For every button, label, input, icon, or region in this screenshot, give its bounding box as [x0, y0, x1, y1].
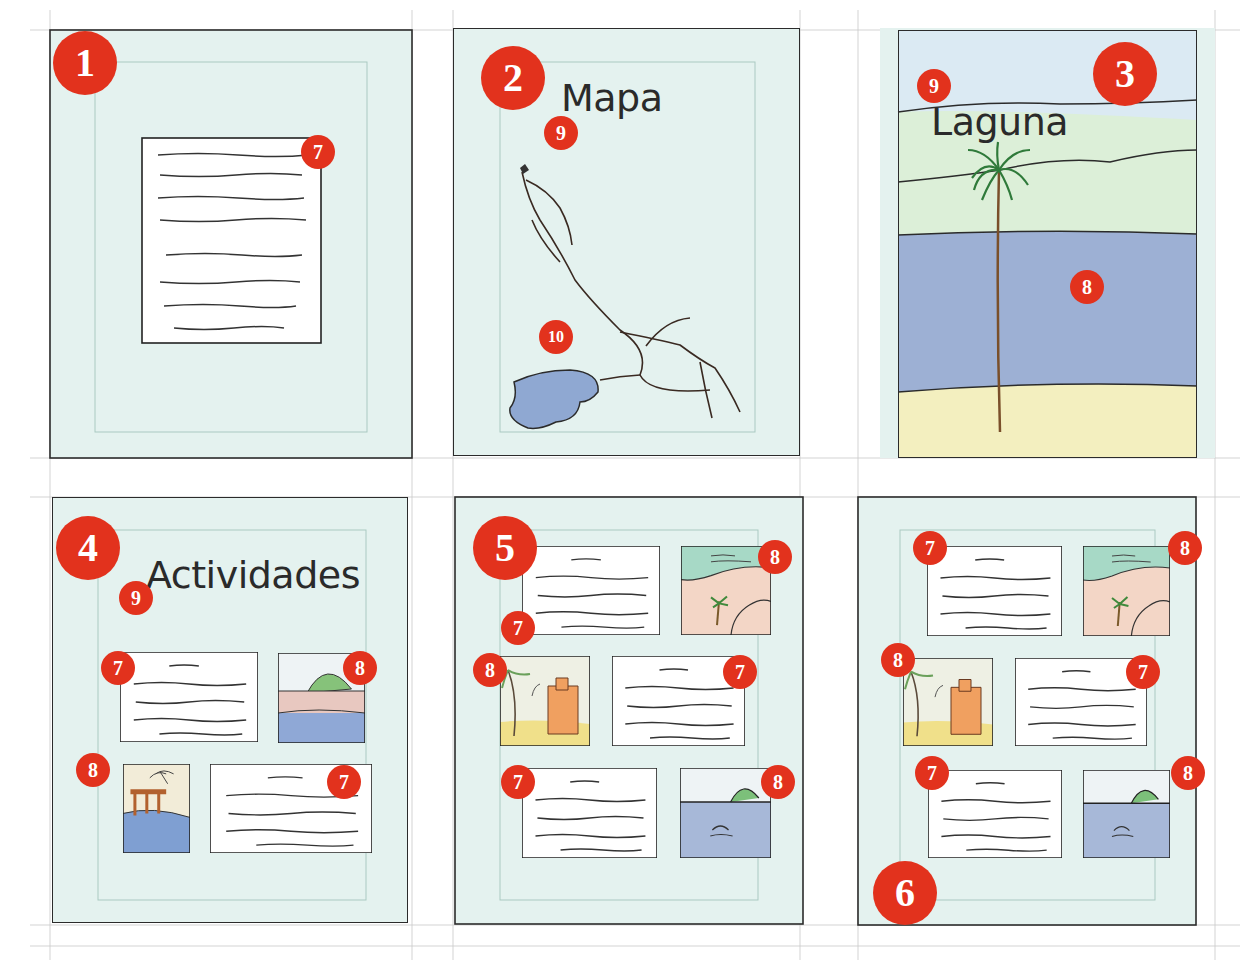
callout-number: 7	[913, 531, 947, 565]
callout-number: 8	[343, 651, 377, 685]
callout-number: 8	[1070, 270, 1104, 304]
callout-number: 8	[76, 753, 110, 787]
callout-number: 8	[881, 643, 915, 677]
callout-number: 7	[301, 135, 335, 169]
callout-number: 10	[539, 320, 573, 354]
callout-number: 8	[758, 540, 792, 574]
callout-number: 2	[481, 46, 545, 110]
callout-number: 8	[761, 765, 795, 799]
callout-number: 7	[1126, 655, 1160, 689]
callout-number: 5	[473, 516, 537, 580]
page-title: Laguna	[931, 103, 1068, 141]
callout-number: 7	[101, 651, 135, 685]
callout-number: 3	[1093, 42, 1157, 106]
callout-number: 9	[917, 69, 951, 103]
callout-number: 9	[544, 116, 578, 150]
callout-number: 8	[1168, 531, 1202, 565]
callout-number: 7	[327, 765, 361, 799]
callout-number: 4	[56, 516, 120, 580]
callout-number: 7	[501, 765, 535, 799]
callout-number: 1	[53, 31, 117, 95]
callout-number: 7	[915, 756, 949, 790]
callout-number: 6	[873, 861, 937, 925]
callout-number: 9	[119, 581, 153, 615]
page-title: Actividades	[146, 556, 360, 594]
callout-number: 8	[1171, 756, 1205, 790]
callout-number: 7	[723, 655, 757, 689]
callout-number: 8	[473, 653, 507, 687]
callout-number: 7	[501, 611, 535, 645]
page-title: Mapa	[561, 79, 662, 117]
